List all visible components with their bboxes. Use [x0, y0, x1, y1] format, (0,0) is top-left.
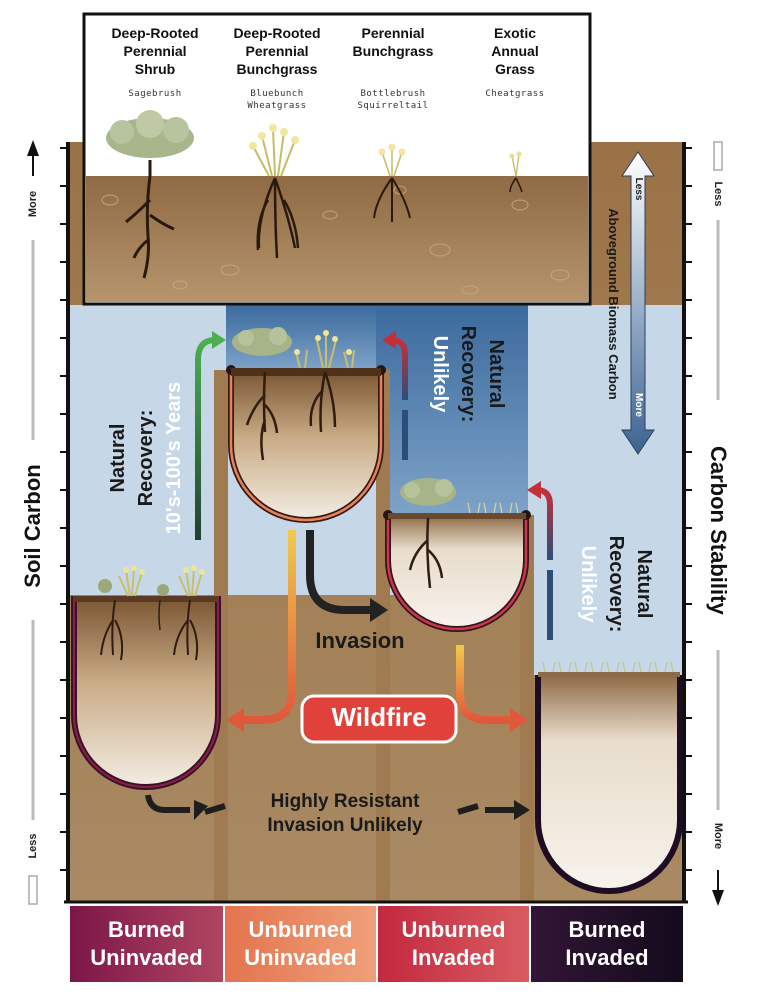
wildfire-arrow-right: [456, 645, 528, 732]
resistant-arrow: [145, 794, 515, 815]
pot-burned-uninvaded: [74, 596, 218, 787]
panel-cheatgrass: [509, 151, 523, 193]
sky-region-right: [528, 305, 682, 675]
right-axis-less: Less: [712, 181, 724, 207]
panel-sagebrush: [106, 110, 194, 279]
pot1-plants: [98, 565, 205, 661]
recovery-arrow-red-1: [382, 331, 408, 460]
wildfire-arrow-left: [226, 530, 296, 732]
left-axis-less: Less: [27, 833, 39, 859]
plant-panel-soil: [86, 176, 588, 302]
pot-unburned-invaded: [388, 515, 526, 629]
right-axis-more: More: [712, 822, 724, 850]
plant-0-example: Sagebrush: [128, 89, 182, 99]
left-axis-arrow: [27, 140, 39, 905]
pot-burned-invaded: [538, 675, 680, 891]
invasion-label: Invasion: [315, 628, 405, 653]
right-axis-arrow: [712, 141, 724, 906]
resistant-label: Highly Resistant Invasion Unlikely: [267, 791, 423, 836]
left-axis-label: Soil Carbon: [20, 464, 45, 588]
biomass-axis-less: Less: [633, 177, 644, 201]
recovery-arrow-green: [195, 331, 226, 540]
right-axis-label: Carbon Stability: [706, 446, 731, 615]
pot2-plants: [232, 327, 355, 461]
plant-3-example: Cheatgrass: [485, 89, 545, 99]
recovery-label-unburned-invaded: Natural Recovery: Unlikely: [429, 325, 507, 423]
pot4-plants: [542, 661, 674, 673]
left-axis-more: More: [27, 190, 39, 218]
pot3-plants: [400, 478, 519, 589]
left-axis-ticks: [60, 147, 68, 871]
panel-bluebunch: [249, 124, 300, 259]
biomass-arrow: [621, 151, 655, 455]
recovery-arrow-red-2: [527, 481, 553, 640]
recovery-label-burned-invaded: Natural Recovery: Unlikely: [577, 535, 655, 633]
biomass-axis-more: More: [633, 393, 644, 417]
wildfire-box: [300, 694, 458, 744]
panel-squirreltail: [373, 143, 411, 222]
invasion-arrow: [306, 530, 388, 622]
biomass-axis-label: Aboveground Biomass Carbon: [606, 208, 621, 400]
wildfire-label: Wildfire: [331, 702, 427, 732]
recovery-label-burned-uninvaded: Natural Recovery: 10's-100's Years: [107, 381, 185, 535]
right-axis-ticks: [684, 147, 692, 871]
